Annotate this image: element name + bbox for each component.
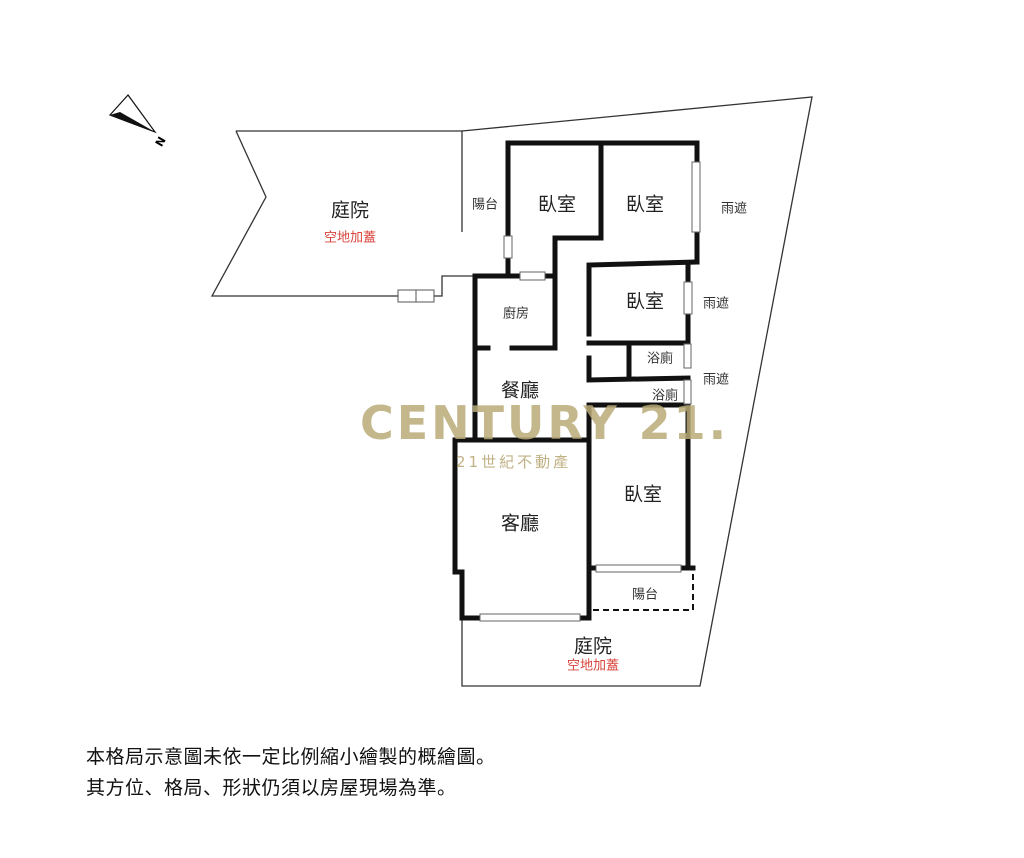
watermark-brand: CENTURY 21. [360,396,730,450]
windows [479,161,701,622]
room-label-bedroom-2: 臥室 [625,193,665,216]
disclaimer-line-1: 本格局示意圖未依一定比例縮小繪製的概繪圖。 [86,746,496,768]
room-label-bedroom-4: 臥室 [623,483,663,506]
walls [452,140,700,621]
room-label-kitchen: 廚房 [502,306,530,322]
room-label-dining: 餐廳 [500,379,540,402]
disclaimer-line-2: 其方位、格局、形狀仍須以房屋現場為準。 [86,777,457,799]
property-outline [461,96,813,687]
north-arrow-icon: N [108,94,169,149]
room-label-bedroom-3: 臥室 [625,290,665,313]
balcony-bottom-outline [593,572,694,611]
room-label-living: 客廳 [500,512,540,535]
room-label-awning-3: 雨遮 [702,372,730,388]
room-label-balcony-bottom: 陽台 [631,587,659,603]
room-label-bedroom-1: 臥室 [537,193,577,216]
svg-text:N: N [153,134,169,148]
watermark-subtitle: 21世紀不動產 [456,453,572,471]
room-label-awning-1: 雨遮 [720,201,748,217]
room-label-bath-2: 浴廁 [651,388,679,404]
room-label-awning-2: 雨遮 [702,296,730,312]
yard-door [397,289,435,303]
room-note-yard-bottom: 空地加蓋 [566,658,620,674]
room-label-bath-1: 浴廁 [646,351,674,367]
room-label-balcony-top: 陽台 [471,197,499,213]
room-note-yard-top: 空地加蓋 [323,230,377,246]
room-label-yard-top: 庭院 [330,199,370,222]
room-label-yard-bottom: 庭院 [573,635,613,658]
